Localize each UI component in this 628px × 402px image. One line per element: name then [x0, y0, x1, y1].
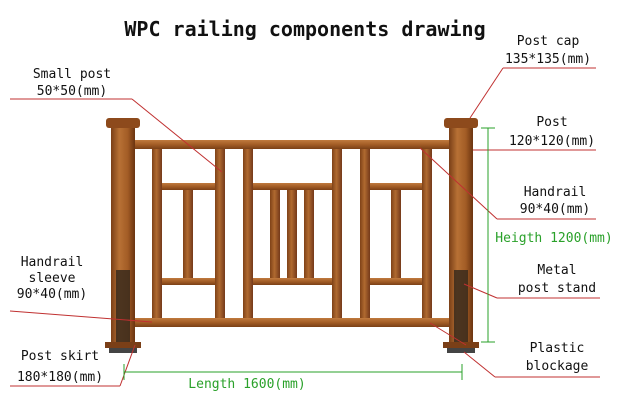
handrail-sleeve-label-line1: Handrail [21, 255, 84, 270]
small-post-label: Small post [33, 67, 111, 82]
left-panel-top-bar [162, 183, 215, 190]
center-panel-bottom-bar [253, 278, 332, 285]
small-post-6 [422, 149, 432, 318]
post-size: 120*120(mm) [509, 134, 595, 149]
handrail-sleeve-label-line2: sleeve [29, 271, 76, 286]
metal-post-stand-label-line2: post stand [518, 281, 596, 296]
right-panel-bottom-bar [370, 278, 422, 285]
post-cap-label: Post cap [517, 34, 580, 49]
component-labels: Post cap 135*135(mm) Small post 50*50(mm… [17, 34, 613, 392]
bottom-rail [135, 318, 449, 327]
right-panel-top-bar [370, 183, 422, 190]
left-panel-baluster [183, 190, 193, 278]
plastic-blockage-label-line2: blockage [526, 359, 589, 374]
center-panel-baluster-2 [287, 190, 297, 278]
plastic-blockage-label-line1: Plastic [530, 341, 585, 356]
handrail-size: 90*40(mm) [520, 202, 590, 217]
dimension-lines [123, 127, 495, 380]
top-handrail [135, 140, 449, 149]
length-dimension-label: Length 1600(mm) [188, 377, 305, 392]
left-post-cap [106, 118, 140, 128]
height-dimension-label: Heigth 1200(mm) [495, 231, 612, 246]
leader-handrail-sleeve [9, 310, 153, 323]
diagram-title: WPC railing components drawing [124, 17, 485, 41]
center-panel-top-bar [253, 183, 332, 190]
left-base-plate [109, 348, 137, 353]
center-panel-baluster-1 [270, 190, 280, 278]
handrail-label: Handrail [524, 185, 587, 200]
leader-handrail [419, 147, 498, 220]
railing-illustration [105, 118, 479, 353]
post-label: Post [536, 115, 567, 130]
right-metal-stand [454, 270, 468, 342]
handrail-sleeve-size: 90*40(mm) [17, 287, 87, 302]
right-panel-baluster [391, 190, 401, 278]
small-post-3 [243, 149, 253, 318]
metal-post-stand-label-line1: Metal [537, 263, 576, 278]
right-post-skirt [443, 342, 479, 348]
post-skirt-label: Post skirt [21, 349, 99, 364]
small-post-2 [215, 149, 225, 318]
left-post-skirt [105, 342, 141, 348]
small-post-5 [360, 149, 370, 318]
small-post-1 [152, 149, 162, 318]
leader-plastic-blockage-2 [429, 322, 467, 346]
right-base-plate [447, 348, 475, 353]
leader-metal-post-stand [463, 283, 498, 299]
right-post-cap [444, 118, 478, 128]
small-post-size: 50*50(mm) [37, 84, 107, 99]
post-skirt-size: 180*180(mm) [17, 370, 103, 385]
leader-lines [9, 67, 600, 387]
small-post-4 [332, 149, 342, 318]
leader-small-post-diag [131, 98, 223, 173]
left-panel-bottom-bar [162, 278, 215, 285]
leader-post-cap [469, 67, 504, 119]
leader-post-skirt-diag [119, 344, 136, 387]
left-metal-stand [116, 270, 130, 342]
post-cap-size: 135*135(mm) [505, 52, 591, 67]
leader-plastic-blockage [463, 351, 496, 378]
center-panel-baluster-3 [304, 190, 314, 278]
